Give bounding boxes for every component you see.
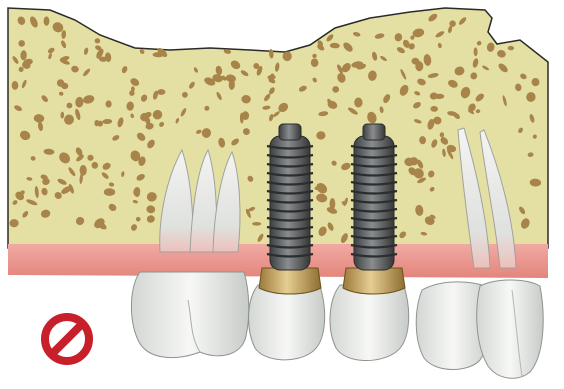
bone-pore [354,98,362,108]
implant-2-crown [330,285,409,361]
canine-crown [477,280,543,378]
bone-pore [87,155,93,161]
bone-pore [44,16,50,25]
implant-1-crown [249,285,325,360]
bone-pore [104,188,115,196]
bone-pore [106,100,112,107]
implant-2-abutment [343,268,405,294]
implant-1-abutment [259,268,321,294]
bone-pore [252,222,261,226]
prohibition-icon [45,317,89,361]
